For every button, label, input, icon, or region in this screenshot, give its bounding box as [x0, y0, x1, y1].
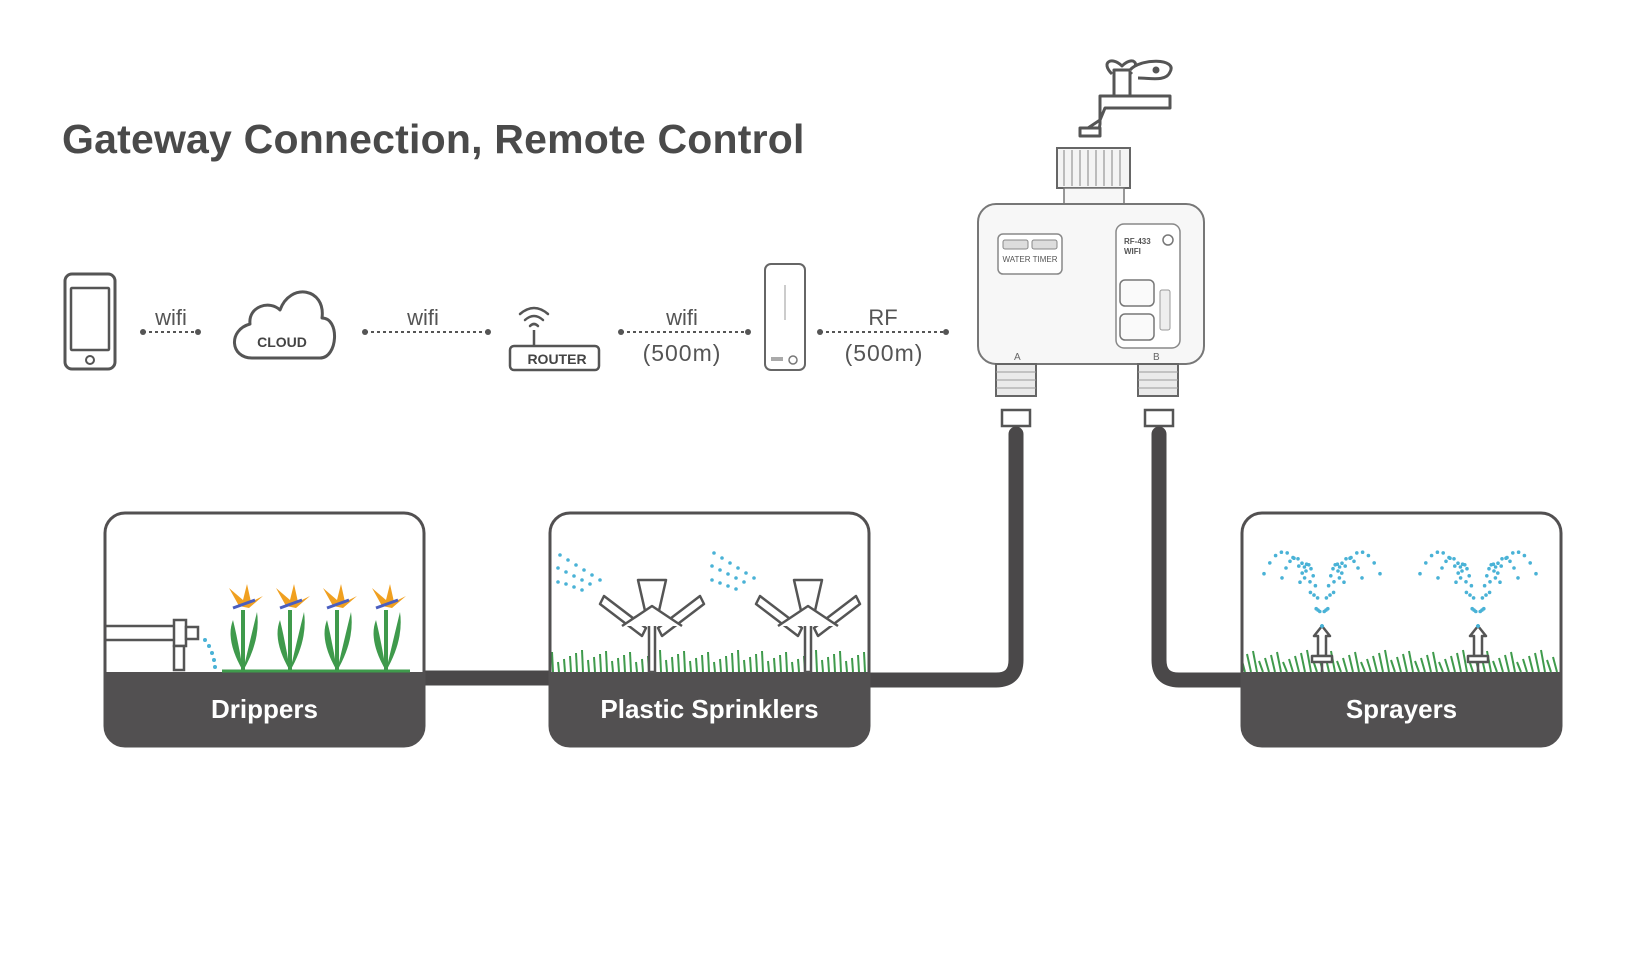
link-cloud-router	[362, 329, 491, 335]
sprinkler-icon	[754, 578, 862, 674]
router-icon: ROUTER	[508, 306, 601, 372]
dripper-pipe-icon	[105, 618, 200, 672]
zone-plastic-sprinklers	[548, 511, 871, 748]
router-gateway-range: (500m)	[642, 340, 722, 366]
zone-drippers	[103, 511, 426, 748]
sprayer-icon	[1466, 624, 1490, 672]
valve-b-button	[1119, 313, 1155, 341]
link-phone-cloud	[140, 329, 201, 335]
flower-icon	[372, 584, 406, 671]
flower-icon	[323, 584, 357, 671]
zone-label-sprayers: Sprayers	[1345, 694, 1458, 724]
sprinkler-icon	[598, 578, 706, 674]
link-router-gateway	[618, 329, 751, 335]
hose-b	[1151, 426, 1250, 688]
cloud-router-link-label: wifi	[407, 305, 439, 330]
phone-icon	[63, 272, 117, 371]
outlet-b-label: B	[1153, 352, 1160, 363]
hose-a	[416, 426, 1024, 688]
grass	[1242, 649, 1558, 673]
zone-label-drippers: Drippers	[211, 694, 318, 724]
router-gateway-link-label: wifi	[666, 305, 698, 330]
faucet-icon	[1078, 59, 1173, 138]
outlet-a-label: A	[1014, 352, 1021, 363]
water-timer-device: WATER TIMER RF-433 WIFI A B	[977, 147, 1205, 428]
valve-a-button	[1119, 279, 1155, 307]
gateway-timer-link-label: RF	[868, 305, 898, 330]
cloud-label: CLOUD	[257, 334, 307, 350]
timer-panel-label: WATER TIMER	[1003, 255, 1058, 264]
drip-water	[203, 638, 217, 669]
sprayer-icon	[1310, 624, 1334, 672]
zone-sprayers	[1240, 511, 1563, 748]
sprayer-water-fountain	[1262, 550, 1538, 628]
phone-cloud-link-label: wifi	[155, 305, 187, 330]
cloud-icon: CLOUD	[233, 290, 336, 360]
flower-icon	[276, 584, 310, 671]
grass	[551, 649, 866, 673]
gateway-hub-icon	[764, 263, 806, 371]
timer-badge-line1: RF-433	[1124, 237, 1151, 246]
sprinkler-water-spray	[556, 551, 756, 592]
gateway-timer-range: (500m)	[844, 340, 924, 366]
link-gateway-timer	[817, 329, 949, 335]
router-label: ROUTER	[527, 351, 586, 367]
timer-badge-line2: WIFI	[1124, 247, 1141, 256]
zone-label-plastic-sprinklers: Plastic Sprinklers	[600, 694, 819, 724]
wifi-signal-icon	[518, 306, 550, 328]
flower-icon	[229, 584, 263, 671]
page-title: Gateway Connection, Remote Control	[62, 116, 805, 162]
